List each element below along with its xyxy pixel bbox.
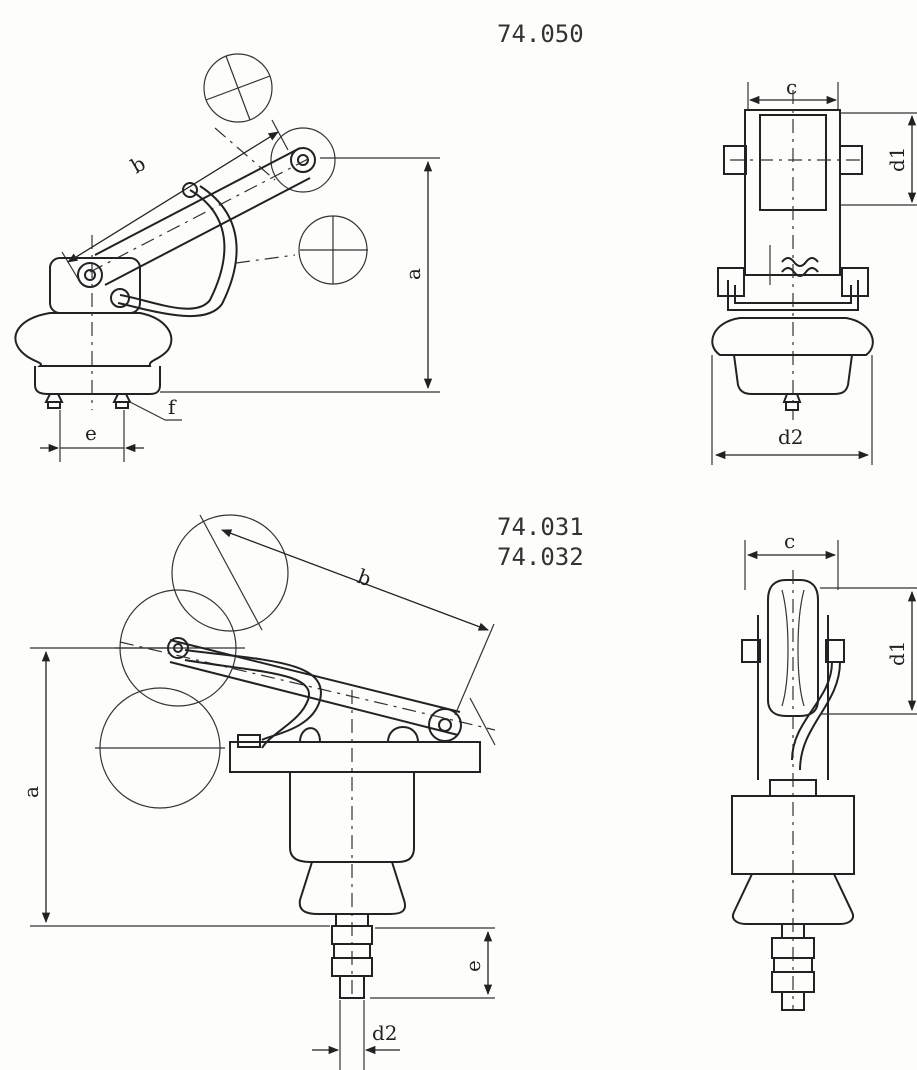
front-label-c: c [786,75,797,99]
fork-frame [744,109,841,276]
bottom-front-label-c: c [784,529,795,553]
top-label-a: a [401,268,425,280]
bolt-right-top [839,145,863,175]
top-label-f: f [168,395,177,419]
stud [339,975,365,999]
arm-lower-edge [104,177,311,286]
spring [781,257,819,267]
top-label-b: b [127,151,150,178]
axle-bolt-right [825,639,845,663]
bottom-label-e: e [461,960,485,972]
housing [289,772,415,863]
bottom-side-view: b a e d2 [19,514,496,1070]
bottom-label-a: a [19,786,43,798]
insulator-body [14,312,173,367]
front-label-d2: d2 [778,425,804,449]
foot-left [44,393,64,409]
axle-bolt-left [741,639,761,663]
bottom-front-label-d1: d1 [885,640,909,666]
base-plate [229,741,481,773]
top-label-e: e [85,421,97,445]
cable [119,189,226,310]
bottom-front-view: c d1 [731,529,917,1011]
wheel-end [428,708,462,742]
top-front-view: c d1 d2 [711,75,917,465]
bolt-left-top [723,145,747,175]
foot-right [112,393,132,409]
model-number-bottom-1: 74.031 [497,513,584,541]
front-insulator [711,317,874,356]
bracket [727,280,859,311]
model-number-bottom-2: 74.032 [497,543,584,571]
bottom-label-b: b [354,564,374,591]
front-cable [791,661,833,761]
bottom-cable [184,649,322,741]
front-label-d1: d1 [885,146,909,172]
swing-circle-upper [203,53,273,123]
model-number-top: 74.050 [497,20,584,48]
front-housing [731,795,855,875]
insulator-base [34,366,161,395]
arm-upper-edge [94,147,301,256]
bottom-label-d2: d2 [372,1021,398,1045]
arm-top-edge [169,639,461,713]
top-side-view: b a f e [14,53,440,462]
